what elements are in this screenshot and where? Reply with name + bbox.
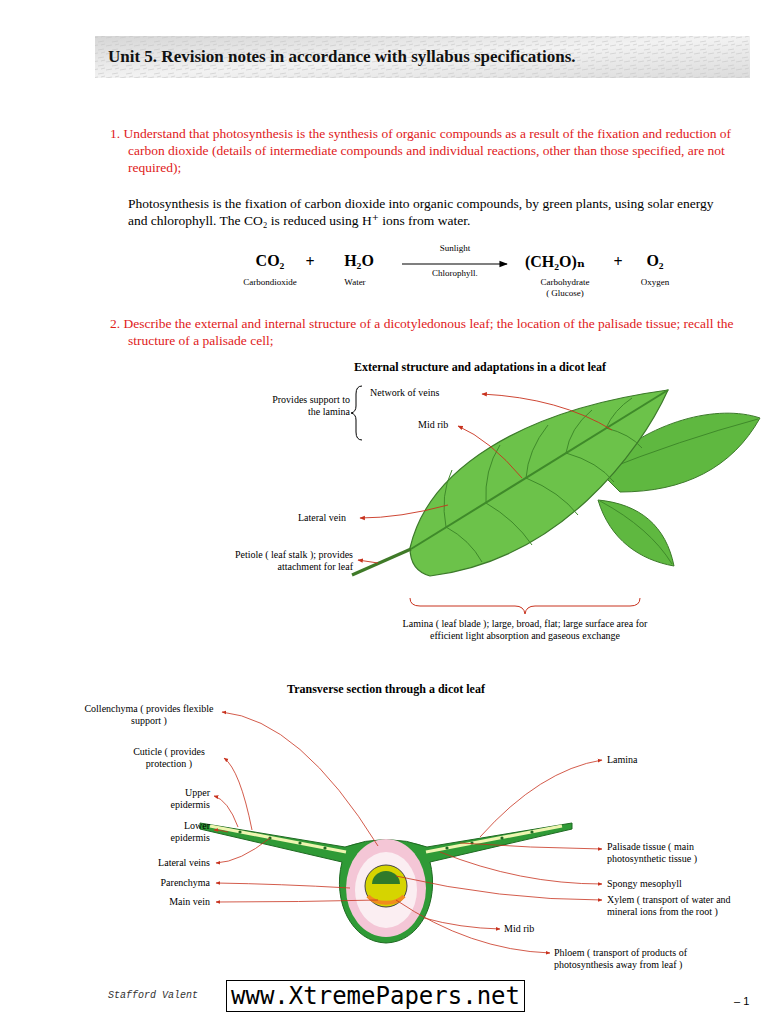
formula-name: Water bbox=[325, 277, 385, 288]
header-banner bbox=[95, 36, 750, 78]
condition: Sunlight bbox=[415, 243, 495, 254]
page-number: – 1 bbox=[734, 995, 764, 1007]
page-title: Unit 5. Revision notes in accordance wit… bbox=[108, 47, 576, 67]
watermark: www.XtremePapers.net bbox=[226, 980, 525, 1012]
reaction-arrow bbox=[402, 263, 507, 264]
part-label: Mid rib bbox=[418, 419, 458, 431]
part-label: Palisade tissue ( main photosynthetic ti… bbox=[607, 841, 747, 865]
part-label: Lower epidermis bbox=[150, 820, 210, 844]
leader-lines bbox=[358, 394, 612, 563]
part-label: Lamina bbox=[607, 754, 667, 766]
part-label: Lateral vein bbox=[298, 512, 356, 524]
syllabus-point: 1. Understand that photosynthesis is the… bbox=[110, 125, 743, 176]
part-label: Main vein bbox=[110, 896, 210, 908]
part-label: Lateral veins bbox=[110, 857, 210, 869]
part-label: Spongy mesophyll bbox=[607, 878, 727, 890]
part-label: Mid rib bbox=[504, 923, 554, 935]
formula: (CH₂O)ₙ bbox=[505, 252, 605, 271]
formula: H₂O bbox=[328, 252, 390, 270]
leaf-illustration bbox=[351, 386, 760, 614]
part-label: Xylem ( transport of water and mineral i… bbox=[607, 894, 737, 918]
part-label: Phloem ( transport of products of photos… bbox=[554, 947, 704, 971]
formula-name: Carbondioxide bbox=[222, 277, 318, 288]
leader-lines bbox=[214, 712, 602, 953]
part-label: Cuticle ( provides protection ) bbox=[118, 746, 220, 770]
formula-name: ( Glucose) bbox=[515, 288, 615, 299]
part-label: Parenchyma bbox=[110, 877, 210, 889]
figure-heading: Transverse section through a dicot leaf bbox=[200, 682, 572, 697]
formula: CO₂ bbox=[245, 252, 295, 270]
formula-name: Carbohydrate bbox=[515, 277, 615, 288]
condition: Chlorophyll. bbox=[413, 268, 497, 279]
body-text: Photosynthesis is the fixation of carbon… bbox=[128, 195, 725, 229]
formula-name: Oxygen bbox=[625, 277, 685, 288]
part-label: Lamina ( leaf blade ); large, broad, fla… bbox=[400, 618, 650, 642]
formula: O₂ bbox=[630, 252, 680, 270]
part-label: Network of veins bbox=[370, 387, 480, 399]
part-label: Collenchyma ( provides flexible support … bbox=[80, 703, 218, 727]
author-name: Stafford Valent bbox=[108, 990, 228, 1001]
leaf-section-illustration bbox=[200, 823, 572, 943]
operator: + bbox=[300, 253, 320, 271]
operator: + bbox=[608, 253, 628, 271]
syllabus-point: 2. Describe the external and internal st… bbox=[110, 315, 743, 349]
figure-heading: External structure and adaptations in a … bbox=[240, 360, 720, 375]
part-label: Petiole ( leaf stalk ); provides attachm… bbox=[225, 549, 353, 573]
part-label: Upper epidermis bbox=[150, 787, 210, 811]
part-note: Provides support to the lamina bbox=[270, 394, 350, 418]
